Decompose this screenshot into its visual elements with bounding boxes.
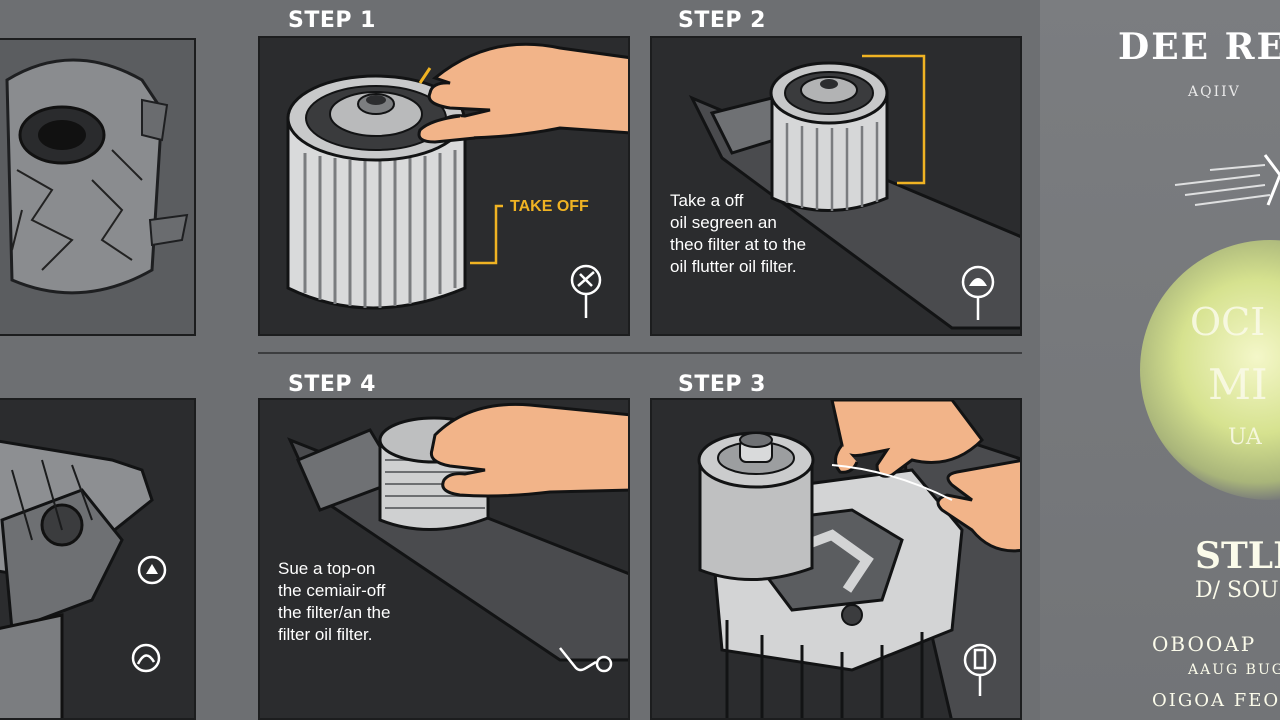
oil-drop-icon [559, 647, 613, 673]
step-4-panel: Sue a top-on the cemiair-off the filter/… [258, 398, 630, 720]
speed-streak-graphic [1174, 154, 1280, 206]
sidebar-footer-3: OIGOA FEOD [1152, 690, 1280, 711]
left-top-panel [0, 38, 196, 336]
step-3-label: STEP 3 [678, 372, 766, 397]
badge-line-3: UA [1228, 425, 1262, 450]
engine-part-illustration [0, 439, 154, 718]
filter-on-engine-illustration [688, 54, 1020, 330]
sidebar-subtitle: AQIIV [1188, 84, 1241, 100]
right-sidebar: DEE RE AQIIV OCI MI UA STLL D/ SOU ОBOOA… [1040, 0, 1280, 720]
sidebar-label-main: STLL [1195, 535, 1280, 577]
step-1-panel: TAKE OFF [258, 36, 630, 336]
left-bottom-panel [0, 398, 196, 720]
install-filter-illustration [287, 402, 628, 662]
gear-icon [137, 555, 167, 585]
step-2-label: STEP 2 [678, 8, 766, 33]
step-2-panel: Take a off oil segreen an theo filter at… [650, 36, 1022, 336]
hand-icon [131, 643, 161, 673]
sidebar-footer-1: ОBOOAP [1152, 632, 1257, 656]
step-4-label: STEP 4 [288, 372, 376, 397]
wrench-hand-icon [570, 264, 602, 318]
step-2-caption: Take a off oil segreen an theo filter at… [670, 191, 807, 276]
sidebar-title: DEE RE [1118, 26, 1280, 68]
take-off-callout: TAKE OFF [510, 198, 589, 215]
step-4-caption: Sue a top-on the cemiair-off the filter/… [278, 559, 391, 644]
wrench-hand-icon [961, 265, 995, 320]
oil-filter-illustration [286, 42, 628, 310]
badge-line-2: MI [1208, 360, 1268, 409]
sidebar-footer-2: AAUG BUG [1188, 662, 1280, 678]
row-divider [258, 352, 1022, 354]
step-3-panel [650, 398, 1022, 720]
filter-housing-illustration [697, 400, 1020, 718]
step-1-label: STEP 1 [288, 8, 376, 33]
badge-line-1: OCI [1190, 300, 1266, 344]
wrench-hand-icon [963, 643, 997, 696]
engine-block-illustration [0, 40, 194, 334]
sidebar-label-sub: D/ SOU [1195, 578, 1279, 603]
